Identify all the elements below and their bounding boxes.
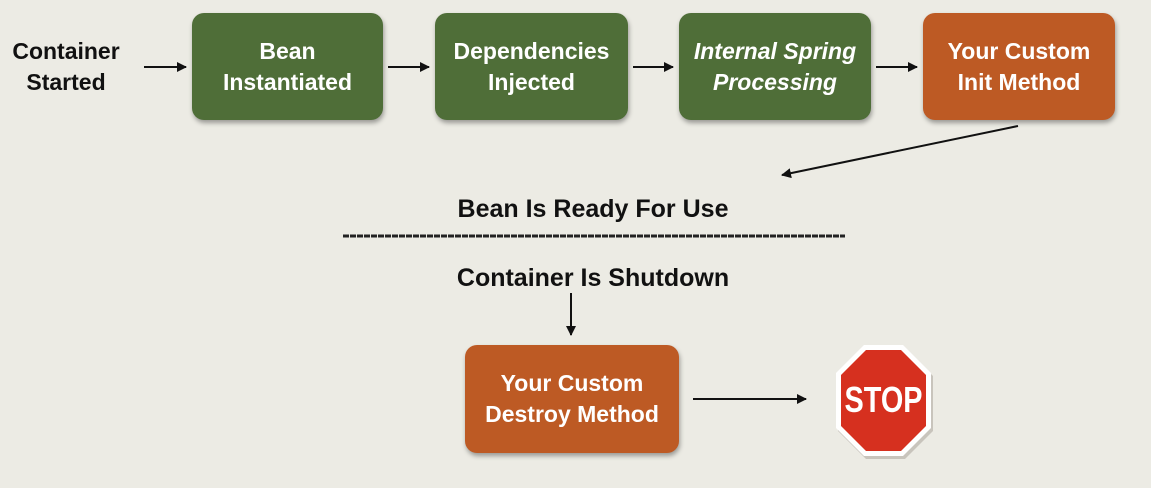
custom-init-method-line-1: Your Custom xyxy=(947,37,1091,64)
container-shutdown-label: Container Is Shutdown xyxy=(456,264,730,292)
bean-instantiated-box: Bean Instantiated xyxy=(192,13,383,120)
arrow-init-to-ready xyxy=(781,125,1019,179)
internal-spring-processing-box: Internal Spring Processing xyxy=(679,13,871,120)
dependencies-injected-line-2: Injected xyxy=(488,68,575,95)
bean-instantiated-line-2: Instantiated xyxy=(222,68,353,95)
bean-ready-label: Bean Is Ready For Use xyxy=(457,195,729,223)
custom-destroy-method-line-2: Destroy Method xyxy=(485,401,659,427)
custom-destroy-method-line-1: Your Custom xyxy=(500,370,644,396)
internal-spring-processing-line-1: Internal Spring xyxy=(693,37,857,64)
container-started-line-2: Started xyxy=(26,69,106,95)
custom-init-method-line-2: Init Method xyxy=(957,68,1081,95)
internal-spring-processing-line-2: Processing xyxy=(712,68,837,95)
stop-sign-text: STOP xyxy=(845,379,923,420)
bean-instantiated-line-1: Bean xyxy=(259,37,316,64)
dependencies-injected-line-1: Dependencies xyxy=(453,37,610,64)
custom-destroy-method-box: Your Custom Destroy Method xyxy=(465,345,679,453)
dependencies-injected-box: Dependencies Injected xyxy=(435,13,628,120)
container-started-line-1: Container xyxy=(12,38,120,64)
custom-init-method-box: Your Custom Init Method xyxy=(923,13,1115,120)
stop-sign-icon: STOP xyxy=(836,345,933,459)
container-started-label: Container Started xyxy=(2,36,130,98)
